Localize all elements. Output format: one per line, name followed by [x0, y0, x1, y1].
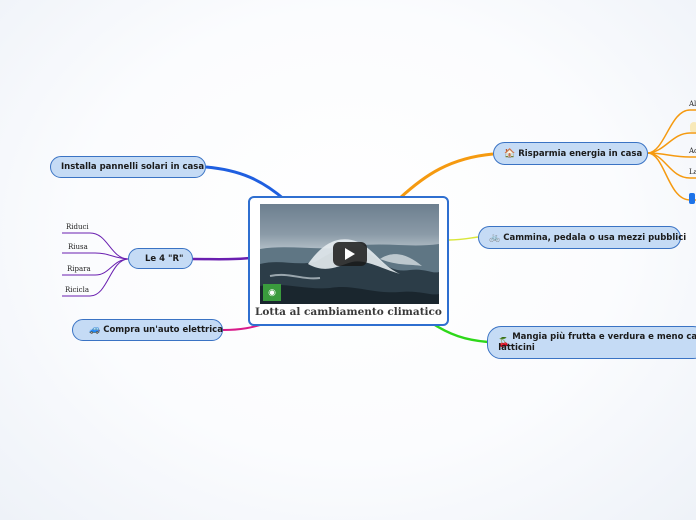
- leaf-ac[interactable]: Ac: [689, 147, 696, 155]
- node-le-4-r[interactable]: Le 4 "R": [128, 248, 193, 269]
- node-cammina-pedala[interactable]: 🚲 Cammina, pedala o usa mezzi pubblici: [478, 226, 681, 249]
- node-label: Installa pannelli solari in casa: [61, 162, 204, 172]
- node-label: Compra un'auto elettrica: [103, 325, 223, 335]
- play-icon: [345, 248, 355, 260]
- node-auto-elettrica[interactable]: 🚙 Compra un'auto elettrica: [72, 319, 223, 341]
- leaf-riusa[interactable]: Riusa: [68, 243, 88, 251]
- node-label: Mangia più frutta e verdura e meno carne…: [512, 332, 696, 354]
- branch-cammina: [449, 237, 478, 240]
- lightbulb-icon: [690, 122, 696, 132]
- node-risparmia-energia[interactable]: 🏠 Risparmia energia in casa: [493, 142, 648, 165]
- leaf-al[interactable]: Al: [689, 100, 696, 108]
- node-pannelli-solari[interactable]: Installa pannelli solari in casa: [50, 156, 206, 178]
- video-thumbnail[interactable]: ◉: [260, 204, 439, 304]
- play-button[interactable]: [333, 242, 367, 266]
- sdg-13-icon: ◉: [263, 284, 281, 301]
- central-topic[interactable]: ◉ Lotta al cambiamento climatico: [248, 196, 449, 326]
- node-label: Cammina, pedala o usa mezzi pubblici: [503, 233, 686, 243]
- blue-marker-icon: [689, 193, 695, 204]
- node-label-line-2: latticini: [498, 343, 696, 354]
- node-label: Risparmia energia in casa: [518, 149, 642, 159]
- leaf-ripara[interactable]: Ripara: [67, 265, 91, 273]
- branch-energia: [400, 154, 493, 198]
- branch-4r: [193, 258, 250, 259]
- node-label-line-1: Mangia più frutta e verdura e meno carne…: [512, 332, 696, 343]
- leaf-riduci[interactable]: Riduci: [66, 223, 89, 231]
- node-mangia-frutta[interactable]: 🍒 Mangia più frutta e verdura e meno car…: [487, 326, 696, 359]
- central-topic-title: Lotta al cambiamento climatico: [250, 306, 447, 318]
- leaf-link-riusa: [62, 253, 128, 259]
- car-icon: 🚙: [89, 325, 100, 335]
- house-icon: 🏠: [504, 149, 515, 159]
- node-label: Le 4 "R": [145, 254, 183, 264]
- bicycle-icon: 🚲: [489, 233, 500, 243]
- leaf-ricicla[interactable]: Ricicla: [65, 286, 89, 294]
- leaf-la[interactable]: La: [689, 168, 696, 176]
